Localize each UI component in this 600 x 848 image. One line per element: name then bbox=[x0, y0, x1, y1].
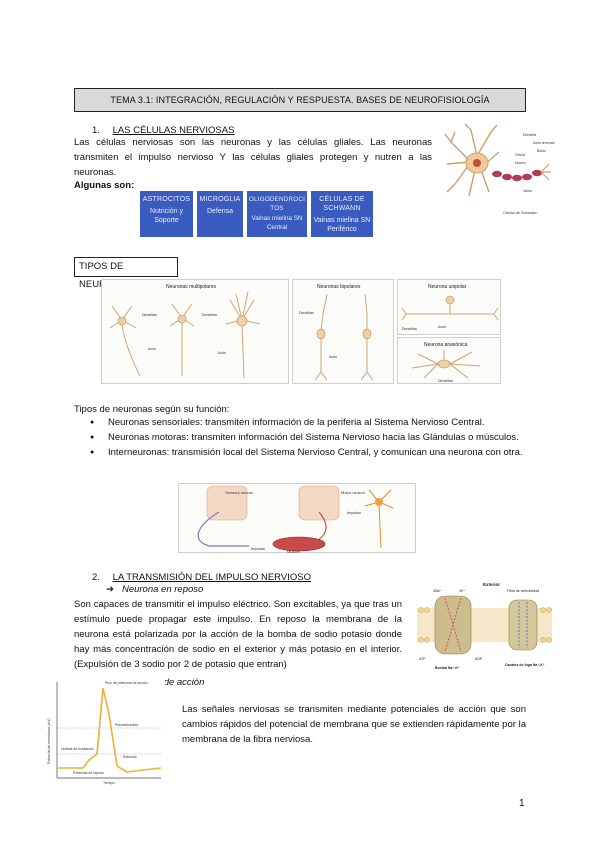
glia-name: ASTROCITOS bbox=[142, 196, 191, 203]
glia-oligodendrocitos: OLIGODENDROCITOS Vainas mielina SN Centr… bbox=[247, 191, 307, 237]
algunas-label: Algunas son: bbox=[74, 180, 135, 191]
fig-label: Motor neuron bbox=[341, 490, 365, 495]
graph-label: Umbral de excitación bbox=[61, 747, 94, 751]
accion-paragraph: Las señales nerviosas se transmiten medi… bbox=[182, 704, 526, 745]
fig-label: Canales de fuga Na⁺-K⁺ bbox=[505, 663, 545, 667]
fig-label: Impulso bbox=[347, 510, 362, 515]
sodium-potassium-pump-figure: Exterior 3Na⁺ 2K⁺ ATP ADP Bomba Na⁺-K⁺ F… bbox=[413, 578, 556, 672]
fig-label: Botón bbox=[537, 149, 546, 153]
fig-label: Dendritas bbox=[142, 313, 157, 317]
fig-label: Axón bbox=[329, 355, 337, 359]
reflex-arc-figure: Sensory neuron Motor neuron Impulso Impu… bbox=[178, 483, 416, 554]
graph-label: Repolarización bbox=[115, 723, 138, 727]
section-number: 2. bbox=[92, 572, 100, 583]
fig-label: Dendritas bbox=[438, 379, 453, 383]
list-item: Neuronas sensoriales: transmiten informa… bbox=[90, 415, 530, 430]
fig-label: Dendritas bbox=[299, 311, 314, 315]
glia-astrocitos: ASTROCITOS Nutrición y Soporte bbox=[140, 191, 193, 237]
glia-desc: Vainas mielina SN Central bbox=[251, 215, 303, 231]
glia-name: CÉLULAS DE SCHWANN bbox=[319, 196, 365, 212]
fig-label: Célula de Schwann bbox=[503, 210, 537, 215]
fig-label: Dendritas bbox=[402, 327, 417, 331]
page-title: TEMA 3.1: INTEGRACIÓN, REGULACIÓN Y RESP… bbox=[74, 88, 526, 112]
fig-label: Axón terminal bbox=[533, 141, 555, 145]
fig-label: ATP bbox=[419, 657, 426, 661]
fig-label: Fibra de selectividad bbox=[507, 589, 539, 593]
arrow-icon: ➔ bbox=[106, 584, 114, 595]
action-potential-graph: Pico de potencial de acción Repolarizaci… bbox=[43, 674, 165, 786]
section-number: 1. bbox=[92, 125, 100, 136]
section-2-heading: 2. LA TRANSMISIÓN DEL IMPULSO NERVIOSO bbox=[92, 572, 311, 583]
reposo-heading: ➔ Neurona en reposo bbox=[106, 584, 203, 595]
glia-desc: Defensa bbox=[206, 208, 234, 215]
funcion-list: Neuronas sensoriales: transmiten informa… bbox=[90, 415, 530, 460]
glia-microglia: MICROGLIA Defensa bbox=[197, 191, 243, 237]
list-item: Neuronas motoras: transmiten información… bbox=[90, 430, 530, 445]
glia-name: MICROGLIA bbox=[199, 196, 241, 203]
fig-title: Neurona anaxónica bbox=[424, 342, 468, 348]
tipos-heading: TIPOS DE NEURONAS bbox=[74, 257, 178, 290]
graph-label: Tiempo bbox=[103, 781, 115, 785]
section-title: LAS CÉLULAS NERVIOSAS bbox=[112, 125, 235, 136]
neuron-illustration: Dendrita Axón terminal Botón Célula Núcl… bbox=[441, 122, 557, 218]
unipolar-neuron-figure: Neurona unipolar Dendritas Axón bbox=[397, 279, 501, 335]
glia-name: OLIGODENDROCITOS bbox=[248, 196, 306, 212]
section-1-paragraph: Las células nerviosas son las neuronas y… bbox=[74, 137, 432, 178]
fig-title: Neuronas bipolares bbox=[317, 284, 361, 290]
fig-label: Axón bbox=[148, 347, 156, 351]
fig-label: Muscle bbox=[287, 549, 300, 554]
bipolar-neurons-figure: Neuronas bipolares Dendritas Axón bbox=[292, 279, 394, 384]
fig-label: Impulse bbox=[251, 546, 266, 551]
fig-label: Dendritas bbox=[202, 313, 217, 317]
fig-label: 2K⁺ bbox=[459, 589, 465, 593]
fig-label: Célula bbox=[515, 153, 525, 157]
fig-title: Neurona unipolar bbox=[428, 284, 467, 290]
fig-label: Exterior bbox=[483, 582, 500, 587]
glia-desc: Vainas mielina SN Periférico bbox=[313, 217, 371, 233]
fig-title: Neuronas multipolares bbox=[166, 284, 217, 290]
glia-cells-list: ASTROCITOS Nutrición y Soporte MICROGLIA… bbox=[140, 191, 392, 237]
fig-label: Sensory neuron bbox=[225, 490, 253, 495]
multipolar-neurons-figure: Neuronas multipolares Dendritas Dendrita… bbox=[101, 279, 289, 384]
section-title: LA TRANSMISIÓN DEL IMPULSO NERVIOSO bbox=[112, 572, 311, 583]
graph-label: Estímulo bbox=[123, 755, 137, 759]
graph-label: Potencial de membrana (mV) bbox=[47, 718, 51, 764]
page-number: 1 bbox=[519, 798, 525, 809]
glia-desc: Nutrición y Soporte bbox=[149, 208, 184, 224]
list-item: Interneuronas: transmisión local del Sis… bbox=[90, 445, 530, 460]
reposo-paragraph: Son capaces de transmitir el impulso elé… bbox=[74, 599, 402, 670]
fig-label: Axón bbox=[438, 325, 446, 329]
graph-label: Potencial de reposo bbox=[73, 771, 104, 775]
fig-label: ADP bbox=[475, 657, 483, 661]
fig-label: Vaina bbox=[523, 189, 532, 193]
fig-label: Núcleo bbox=[515, 161, 526, 165]
fig-label: Dendrita bbox=[523, 133, 536, 137]
reposo-title: Neurona en reposo bbox=[121, 584, 204, 595]
glia-schwann: CÉLULAS DE SCHWANN Vainas mielina SN Per… bbox=[311, 191, 373, 237]
fig-label: Axón bbox=[218, 351, 226, 355]
section-1-heading: 1. LAS CÉLULAS NERVIOSAS bbox=[92, 125, 234, 136]
graph-label: Pico de potencial de acción bbox=[105, 681, 148, 685]
anaxonic-neuron-figure: Neurona anaxónica Dendritas bbox=[397, 337, 501, 384]
funcion-intro: Tipos de neuronas según su función: bbox=[74, 404, 230, 415]
fig-label: 3Na⁺ bbox=[433, 589, 441, 593]
fig-label: Bomba Na⁺-K⁺ bbox=[435, 666, 460, 670]
